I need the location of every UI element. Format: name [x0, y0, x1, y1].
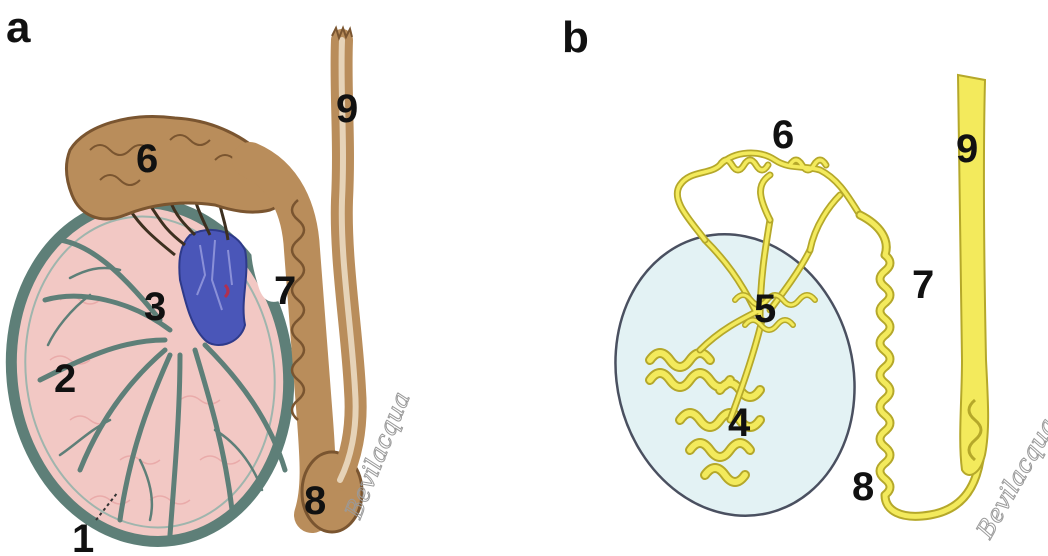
testis-b [586, 209, 884, 542]
label-a-8: 8 [304, 479, 326, 523]
label-b-6: 6 [772, 113, 794, 157]
label-a-1: 1 [72, 517, 94, 556]
label-b-4: 4 [728, 401, 751, 445]
label-b-9: 9 [956, 127, 978, 171]
label-a-9: 9 [336, 87, 358, 131]
panel-a: a [0, 3, 416, 556]
panel-b: b [562, 13, 1048, 544]
label-b-8: 8 [852, 465, 874, 509]
label-a-7: 7 [274, 269, 296, 313]
label-a-3: 3 [144, 285, 166, 329]
label-b-5: 5 [754, 287, 776, 331]
panel-a-label: a [6, 3, 31, 52]
panel-b-label: b [562, 13, 589, 62]
label-a-6: 6 [136, 137, 158, 181]
label-b-7: 7 [912, 263, 934, 307]
label-a-2: 2 [54, 357, 76, 401]
